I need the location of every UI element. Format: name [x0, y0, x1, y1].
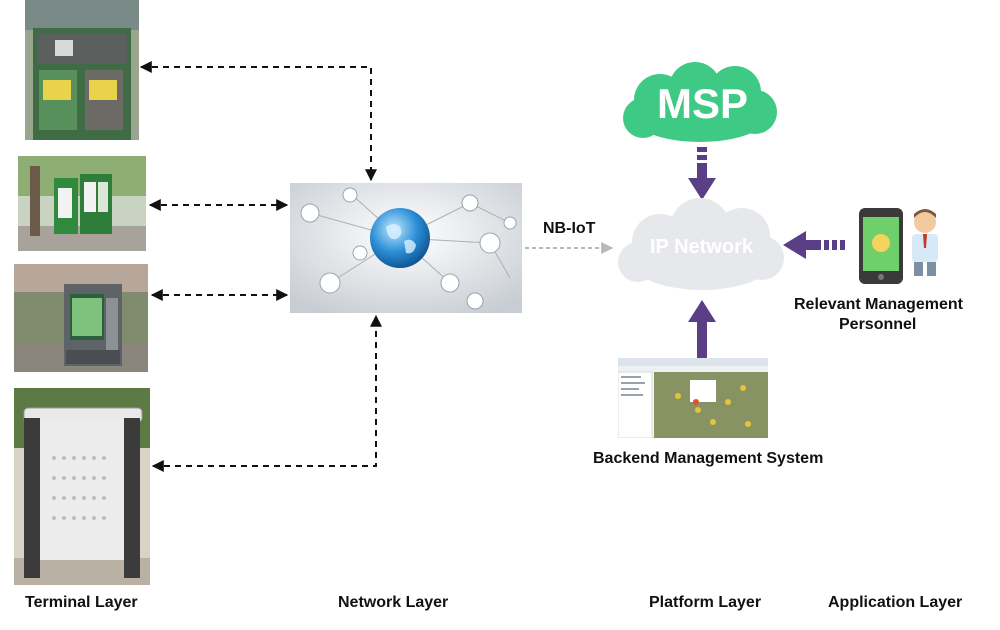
connector-bin-4 — [151, 314, 382, 472]
backend-system-screenshot — [618, 358, 768, 438]
application-layer-label: Application Layer — [828, 594, 963, 611]
network-layer-label: Network Layer — [338, 594, 449, 611]
trash-bin-photo-4 — [14, 388, 150, 585]
backend-label: Backend Management System — [593, 450, 824, 467]
backend-to-ip-arrow — [688, 300, 716, 358]
smart-bin-photo-1 — [25, 0, 139, 140]
network-globe-image — [290, 183, 522, 313]
personnel-label-line1: Relevant Management — [794, 296, 963, 313]
smart-bin-photo-3 — [14, 264, 148, 372]
ip-network-cloud: IP Network — [612, 198, 790, 298]
nbiot-label: NB-IoT — [543, 220, 596, 237]
smart-bin-photo-2 — [18, 156, 146, 251]
platform-layer-label: Platform Layer — [649, 594, 762, 611]
personnel-label-line2: Personnel — [839, 316, 917, 333]
person-icon — [904, 208, 946, 278]
connector-bin-1 — [139, 61, 377, 182]
msp-to-ip-arrow — [688, 147, 716, 200]
msp-cloud: MSP — [615, 60, 785, 150]
terminal-layer-label: Terminal Layer — [25, 594, 138, 611]
personnel-to-ip-arrow — [783, 231, 845, 259]
ip-network-label: IP Network — [650, 236, 753, 258]
msp-label: MSP — [657, 80, 749, 127]
phone-icon — [858, 207, 904, 285]
